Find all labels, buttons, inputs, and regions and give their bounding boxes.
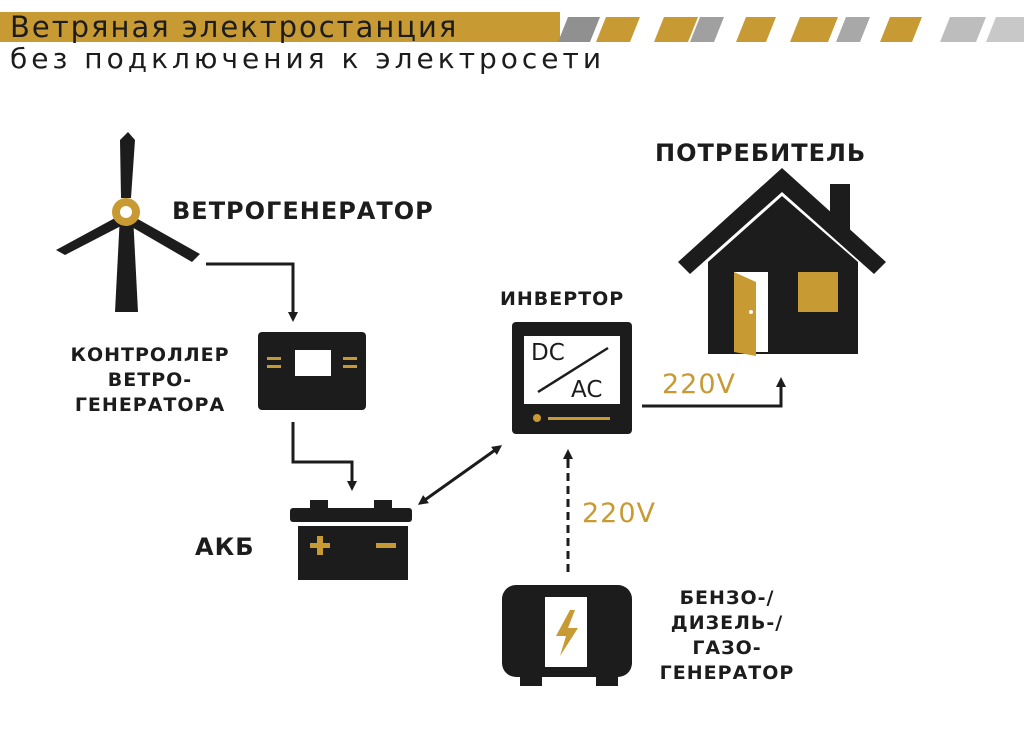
page-subtitle: без подключения к электросети xyxy=(10,42,606,75)
label-inverter: ИНВЕРТОР xyxy=(500,288,625,310)
label-generator-line-3: ГАЗО- xyxy=(692,637,762,659)
inverter-icon xyxy=(512,322,632,434)
controller-icon xyxy=(258,332,366,410)
label-battery: АКБ xyxy=(195,533,255,561)
label-generator-line-4: ГЕНЕРАТОР xyxy=(659,662,795,684)
battery-icon xyxy=(290,500,412,580)
generator-icon xyxy=(502,585,632,686)
connector-battery-inverter xyxy=(417,445,503,505)
voltage-label-consumer: 220V xyxy=(662,369,737,400)
label-controller: КОНТРОЛЛЕР ВЕТРО- ГЕНЕРАТОРА xyxy=(40,343,260,418)
title-band xyxy=(0,12,560,42)
label-controller-line-2: ВЕТРО- xyxy=(107,369,193,391)
page-title: Ветряная электростанция xyxy=(10,10,459,44)
label-controller-line-1: КОНТРОЛЛЕР xyxy=(70,344,230,366)
connector-inverter-consumer xyxy=(642,377,786,408)
label-generator-line-2: ДИЗЕЛЬ-/ xyxy=(670,612,784,634)
inverter-dc-label: DC xyxy=(531,340,565,366)
header-stripes xyxy=(558,17,1024,42)
house-icon xyxy=(678,168,886,356)
voltage-label-generator: 220V xyxy=(582,498,657,529)
connector-turbine-controller xyxy=(206,262,298,322)
inverter-ac-label: AC xyxy=(571,377,603,403)
label-controller-line-3: ГЕНЕРАТОРА xyxy=(74,394,226,416)
label-wind-generator: ВЕТРОГЕНЕРАТОР xyxy=(172,197,434,225)
connector-controller-battery xyxy=(291,422,357,491)
wind-turbine-icon xyxy=(56,132,200,312)
label-generator-line-1: БЕНЗО-/ xyxy=(679,587,775,609)
label-generator: БЕНЗО-/ ДИЗЕЛЬ-/ ГАЗО- ГЕНЕРАТОР xyxy=(642,586,812,686)
label-consumer: ПОТРЕБИТЕЛЬ xyxy=(655,139,867,167)
